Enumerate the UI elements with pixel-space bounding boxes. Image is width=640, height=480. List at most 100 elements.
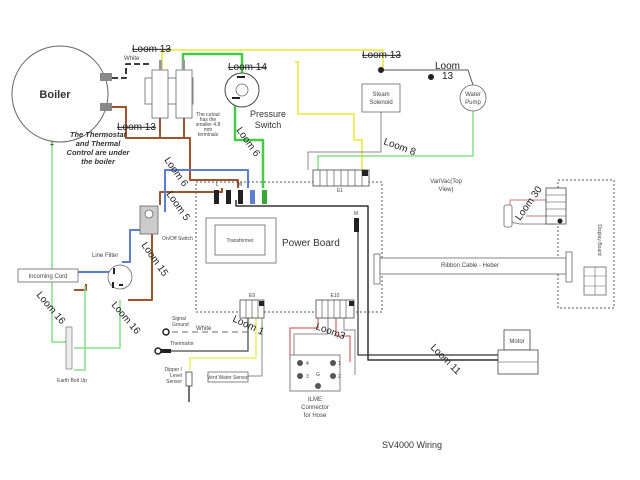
svg-text:Dipper /: Dipper /	[164, 367, 182, 373]
wire-thermistor	[168, 318, 249, 352]
wire-green-pump	[317, 110, 474, 170]
svg-text:and Thermal: and Thermal	[76, 139, 122, 148]
wire-brown-filter	[74, 222, 153, 301]
transformer	[214, 224, 266, 256]
connector-e9: E9	[239, 293, 265, 319]
display-enclosure	[557, 179, 615, 309]
loom14: Loom 14	[228, 62, 267, 73]
loom5: Loom 5	[164, 189, 192, 223]
svg-text:VariVac(Top: VariVac(Top	[430, 179, 462, 185]
svg-text:Incoming Cord: Incoming Cord	[28, 274, 67, 280]
thermistor: Thermistor	[154, 341, 194, 355]
svg-text:3: 3	[306, 374, 309, 380]
earth-bolt: Earth Bolt Up	[57, 326, 87, 384]
wire-black-m2	[357, 230, 498, 356]
display-board: Display Board	[503, 187, 607, 296]
wire-ilme-red2	[335, 318, 351, 362]
loom3: Loom3	[314, 321, 347, 342]
on-off-switch: On/Off Switch	[139, 205, 193, 242]
svg-text:Pressure: Pressure	[250, 109, 286, 119]
signal-ground: Signal Ground	[162, 316, 189, 336]
svg-text:Pump: Pump	[465, 100, 481, 106]
wire-dipper	[189, 318, 257, 370]
svg-text:has the: has the	[200, 117, 217, 123]
water-pump: Water Pump	[428, 74, 487, 112]
svg-text:M: M	[238, 182, 242, 188]
white-label-signal: White	[196, 326, 212, 332]
svg-text:for Hose: for Hose	[304, 413, 327, 419]
svg-text:E10: E10	[331, 293, 340, 299]
svg-text:1: 1	[338, 361, 341, 367]
loom30: Loom 30	[513, 184, 545, 223]
svg-text:Ground: Ground	[172, 322, 189, 328]
steam-solenoid: Steam Solenoid	[361, 67, 401, 113]
connector-e1: E1	[312, 169, 370, 194]
svg-text:Thermistor: Thermistor	[170, 341, 194, 347]
wire-blue-board	[164, 169, 249, 212]
svg-text:E9: E9	[249, 293, 255, 299]
svg-text:Earth Bolt Up: Earth Bolt Up	[57, 378, 87, 384]
svg-text:E1: E1	[337, 188, 343, 194]
svg-text:Solenoid: Solenoid	[369, 100, 392, 106]
ilme-connector: 4 1 3 2 G ILME Connector for Hose	[289, 354, 341, 419]
svg-text:G: G	[316, 372, 320, 378]
ribbon-cable: Ribbon Cable - Heber	[373, 251, 573, 285]
svg-text:Switch: Switch	[255, 120, 282, 130]
svg-text:Water: Water	[465, 92, 481, 98]
wire-grey-solenoid	[307, 112, 382, 170]
loom13-solenoid: Loom 13	[362, 50, 401, 61]
wire-earth-left	[51, 140, 68, 343]
loom6-ps: Loom 6	[234, 125, 262, 159]
svg-text:M: M	[354, 211, 358, 217]
wire-yellow-ps	[295, 61, 363, 172]
wire-ilme-grey2	[343, 318, 356, 375]
white-label-boiler: White	[124, 56, 140, 62]
svg-text:View): View)	[439, 187, 454, 193]
svg-text:Steam: Steam	[372, 92, 389, 98]
transformer-label: Transformer	[226, 238, 253, 244]
boiler-label: Boiler	[39, 89, 71, 101]
varivac-enclosure	[195, 181, 383, 313]
wire-display-grey	[509, 221, 556, 225]
svg-text:The cutout: The cutout	[196, 112, 220, 118]
svg-text:Level: Level	[170, 373, 182, 379]
loom13-pump-1: Loom	[435, 61, 460, 72]
pressure-switch: Pressure Switch	[224, 72, 286, 130]
wire-black-m	[235, 200, 498, 361]
varivac-label: VariVac(Top View)	[430, 179, 462, 193]
svg-text:Sensor: Sensor	[166, 379, 182, 385]
svg-text:smaller 4.8: smaller 4.8	[196, 122, 221, 128]
thermal-cutouts: The cutout has the smaller 4.8 mm termin…	[144, 60, 221, 138]
loom8: Loom 8	[382, 136, 418, 158]
wire-earth-filter	[74, 286, 121, 371]
wire-brown-element	[159, 118, 185, 138]
svg-text:Signal: Signal	[172, 316, 186, 322]
loom15: Loom 15	[139, 240, 171, 279]
vent-water-sensor: Vent Water Sensor	[207, 371, 249, 383]
thermostat-note: The Thermostat and Thermal Control are u…	[67, 130, 131, 166]
cutout-note: The cutout has the smaller 4.8 mm termin…	[196, 112, 221, 138]
line-filter: Line Filter	[92, 253, 133, 290]
boiler: Boiler ⏚	[11, 45, 112, 148]
wire-green-ps-down	[233, 100, 265, 188]
svg-text:mm: mm	[204, 127, 212, 133]
svg-text:Display Board: Display Board	[596, 224, 602, 255]
svg-text:Connector: Connector	[301, 405, 329, 411]
svg-text:The Thermostat: The Thermostat	[70, 130, 127, 139]
loom16-a: Loom 16	[34, 290, 68, 327]
svg-text:terminals: terminals	[198, 132, 219, 138]
power-board-label: Power Board	[282, 238, 340, 249]
dipper-level-sensor: Dipper / Level Sensor	[164, 367, 193, 402]
svg-text:On/Off Switch: On/Off Switch	[162, 236, 193, 242]
svg-text:Ribbon Cable - Heber: Ribbon Cable - Heber	[441, 263, 499, 269]
wire-ilme-red	[289, 318, 319, 360]
loom16-b: Loom 16	[109, 300, 143, 337]
incoming-cord: Incoming Cord	[17, 268, 79, 283]
diagram-title: SV4000 Wiring	[382, 440, 442, 450]
wire-black-boiler	[112, 63, 150, 79]
wire-grey-top	[383, 69, 474, 86]
connector-e10: E10	[315, 293, 355, 319]
motor: Motor	[497, 329, 539, 375]
svg-text:Control are under: Control are under	[67, 148, 131, 157]
svg-text:L: L	[216, 182, 219, 188]
